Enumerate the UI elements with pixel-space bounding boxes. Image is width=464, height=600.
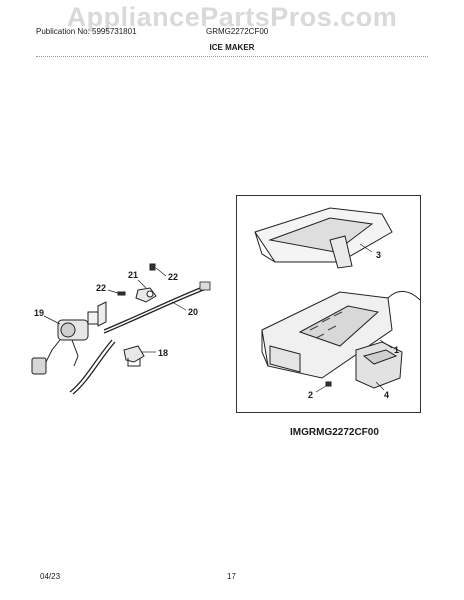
tube-clip: [135, 287, 157, 303]
page-number: 17: [227, 572, 236, 581]
section-title: ICE MAKER: [209, 43, 255, 52]
callout-4: 4: [384, 390, 389, 400]
screw: [117, 263, 156, 296]
ice-maker-screw: [325, 381, 332, 387]
ice-maker-body: [261, 291, 421, 379]
callout-3: 3: [376, 250, 381, 260]
callout-20: 20: [188, 307, 198, 317]
callout-leaders: [43, 243, 393, 393]
ice-maker-motor-housing: [355, 341, 403, 389]
water-tube: [69, 281, 211, 395]
diagram-id: IMGRMG2272CF00: [290, 427, 379, 438]
model-number: GRMG2272CF00: [206, 27, 269, 36]
ice-maker-detail-frame: [236, 195, 421, 413]
header-divider: [36, 56, 428, 57]
footer-date: 04/23: [40, 572, 61, 581]
ice-maker-cover: [254, 207, 393, 269]
water-valve-assembly: [31, 301, 107, 375]
callout-2: 2: [308, 390, 313, 400]
publication-number: Publication No: 5995731801: [36, 27, 137, 36]
callout-22-lower: 22: [96, 283, 106, 293]
tube-clamp: [123, 345, 145, 367]
callout-18: 18: [158, 348, 168, 358]
callout-1: 1: [394, 345, 399, 355]
watermark: AppliancePartsPros.com: [66, 2, 398, 32]
callout-19: 19: [34, 308, 44, 318]
callout-21: 21: [128, 270, 138, 280]
callout-22-upper: 22: [168, 272, 178, 282]
